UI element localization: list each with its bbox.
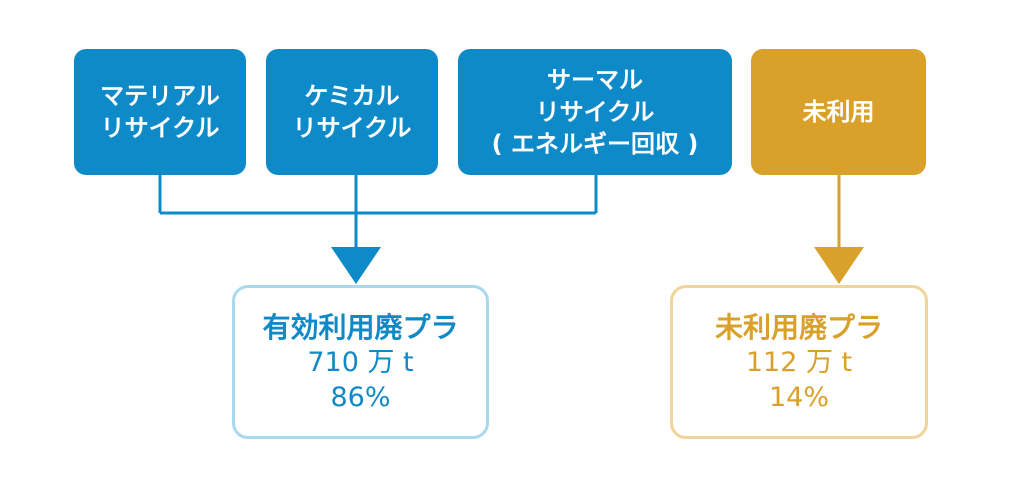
material-recycle-line1: マテリアル xyxy=(100,82,220,110)
effective-plastic-percent: 86% xyxy=(330,381,391,413)
unused-method-box: 未利用 xyxy=(751,49,926,175)
unused-plastic-title: 未利用廃プラ xyxy=(714,310,883,344)
thermal-recycle-box: サーマル リサイクル ( エネルギー回収 ) xyxy=(458,49,732,175)
material-recycle-line2: リサイクル xyxy=(100,114,220,142)
chemical-recycle-box: ケミカル リサイクル xyxy=(266,49,438,175)
material-recycle-box: マテリアル リサイクル xyxy=(74,49,246,175)
unused-plastic-result-box: 未利用廃プラ 112 万 t 14% xyxy=(670,285,928,439)
effective-plastic-title: 有効利用廃プラ xyxy=(262,310,459,344)
thermal-recycle-line3: ( エネルギー回収 ) xyxy=(491,130,699,158)
effective-bracket-connector xyxy=(158,175,598,250)
chemical-recycle-line1: ケミカル xyxy=(304,82,400,110)
thermal-recycle-line2: リサイクル xyxy=(535,98,655,126)
unused-method-label: 未利用 xyxy=(802,98,875,126)
unused-plastic-amount: 112 万 t xyxy=(745,346,853,378)
effective-plastic-amount: 710 万 t xyxy=(307,346,414,378)
unused-plastic-percent: 14% xyxy=(768,381,829,413)
thermal-recycle-line1: サーマル xyxy=(547,66,643,94)
unused-arrow-head xyxy=(814,247,864,284)
effective-plastic-result-box: 有効利用廃プラ 710 万 t 86% xyxy=(232,285,489,439)
effective-arrow-head xyxy=(331,247,381,284)
chemical-recycle-line2: リサイクル xyxy=(292,114,412,142)
